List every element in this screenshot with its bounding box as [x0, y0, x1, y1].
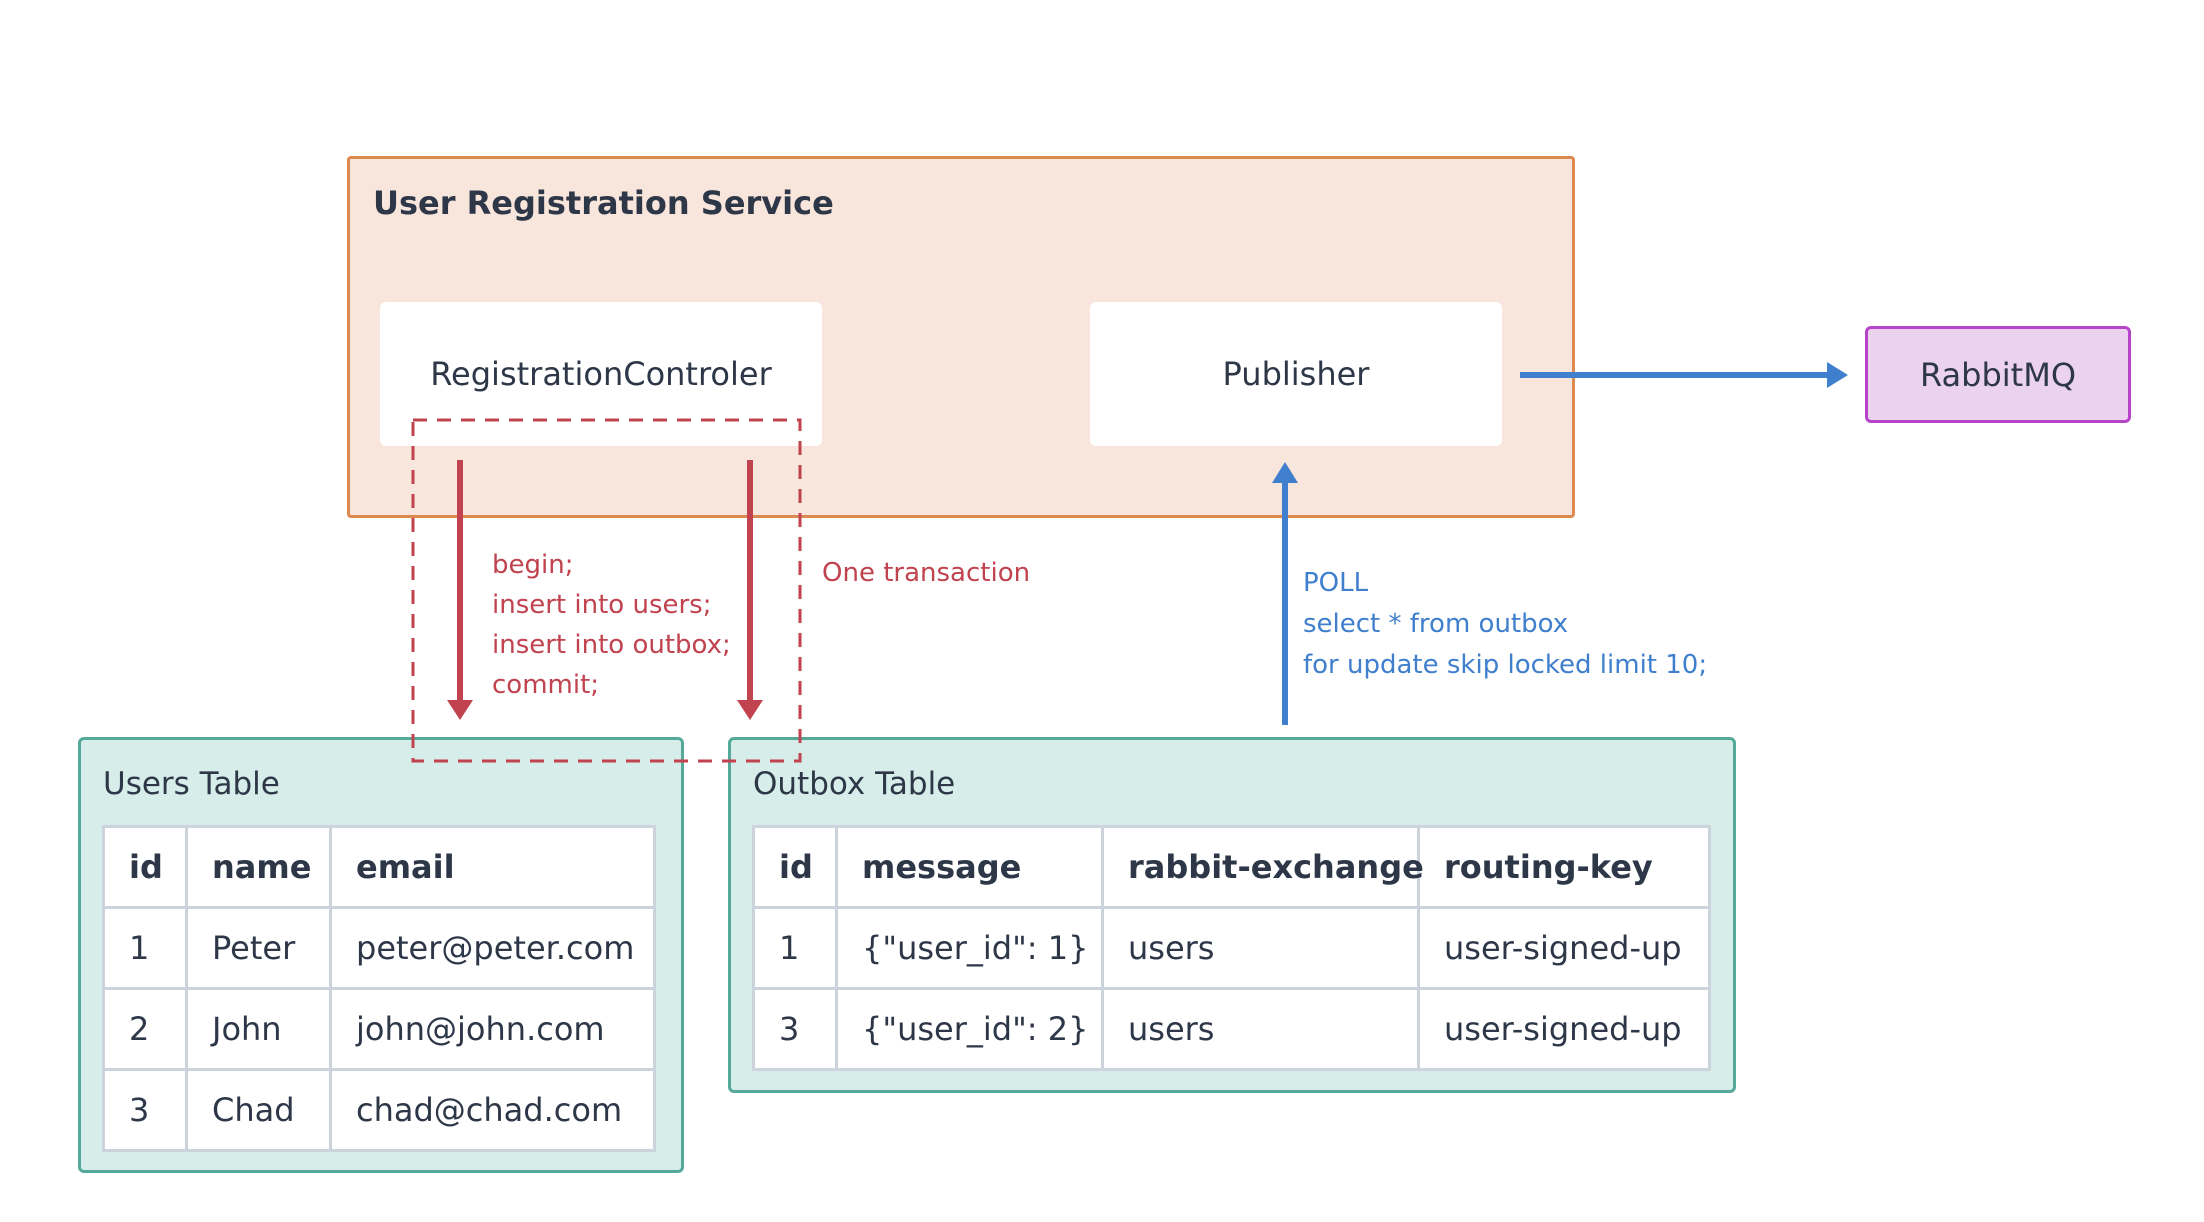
column-header: id [102, 825, 188, 909]
table-cell: 3 [102, 1068, 188, 1152]
publisher-box[interactable]: Publisher [1090, 302, 1502, 446]
transaction-label: One transaction [822, 558, 1031, 588]
outbox-table-title: Outbox Table [753, 766, 956, 802]
column-header: routing-key [1417, 825, 1711, 909]
column-header: message [835, 825, 1104, 909]
table-cell: user-signed-up [1417, 987, 1711, 1071]
service-title: User Registration Service [373, 184, 834, 222]
column-header: id [752, 825, 838, 909]
table-row: 1 Peter peter@peter.com [102, 906, 656, 990]
table-cell: Peter [185, 906, 332, 990]
table-cell: 1 [752, 906, 838, 990]
table-cell: {"user_id": 2} [835, 987, 1104, 1071]
column-header: email [329, 825, 656, 909]
poll-line: for update skip locked limit 10; [1303, 650, 1708, 680]
users-table: id name email 1 Peter peter@peter.com 2 … [102, 825, 656, 1152]
table-cell: chad@chad.com [329, 1068, 656, 1152]
table-cell: John [185, 987, 332, 1071]
poll-line: select * from outbox [1303, 609, 1569, 639]
table-row: 3 Chad chad@chad.com [102, 1068, 656, 1152]
table-row: 1 {"user_id": 1} users user-signed-up [752, 906, 1711, 990]
registration-controller-box[interactable]: RegistrationControler [380, 302, 822, 446]
rabbitmq-box[interactable]: RabbitMQ [1865, 326, 2131, 423]
table-row: 2 John john@john.com [102, 987, 656, 1071]
table-row: 3 {"user_id": 2} users user-signed-up [752, 987, 1711, 1071]
registration-controller-label: RegistrationControler [430, 355, 772, 393]
table-cell: peter@peter.com [329, 906, 656, 990]
transaction-step: begin; [492, 550, 574, 580]
table-header-row: id message rabbit-exchange routing-key [752, 825, 1711, 909]
table-header-row: id name email [102, 825, 656, 909]
column-header: name [185, 825, 332, 909]
poll-query: POLL select * from outbox for update ski… [1303, 563, 1707, 686]
outbox-table: id message rabbit-exchange routing-key 1… [752, 825, 1711, 1071]
users-table-title: Users Table [103, 766, 280, 802]
table-cell: 3 [752, 987, 838, 1071]
poll-line: POLL [1303, 568, 1369, 598]
transaction-steps: begin; insert into users; insert into ou… [492, 545, 731, 705]
rabbitmq-label: RabbitMQ [1920, 355, 2076, 394]
publisher-label: Publisher [1222, 355, 1370, 393]
table-cell: user-signed-up [1417, 906, 1711, 990]
table-cell: john@john.com [329, 987, 656, 1071]
column-header: rabbit-exchange [1101, 825, 1424, 909]
transaction-step: insert into users; [492, 590, 712, 620]
table-cell: Chad [185, 1068, 332, 1152]
table-cell: users [1101, 987, 1420, 1071]
table-cell: users [1101, 906, 1420, 990]
table-cell: 1 [102, 906, 188, 990]
transaction-step: insert into outbox; [492, 630, 731, 660]
table-cell: 2 [102, 987, 188, 1071]
table-cell: {"user_id": 1} [835, 906, 1104, 990]
transaction-step: commit; [492, 670, 600, 700]
